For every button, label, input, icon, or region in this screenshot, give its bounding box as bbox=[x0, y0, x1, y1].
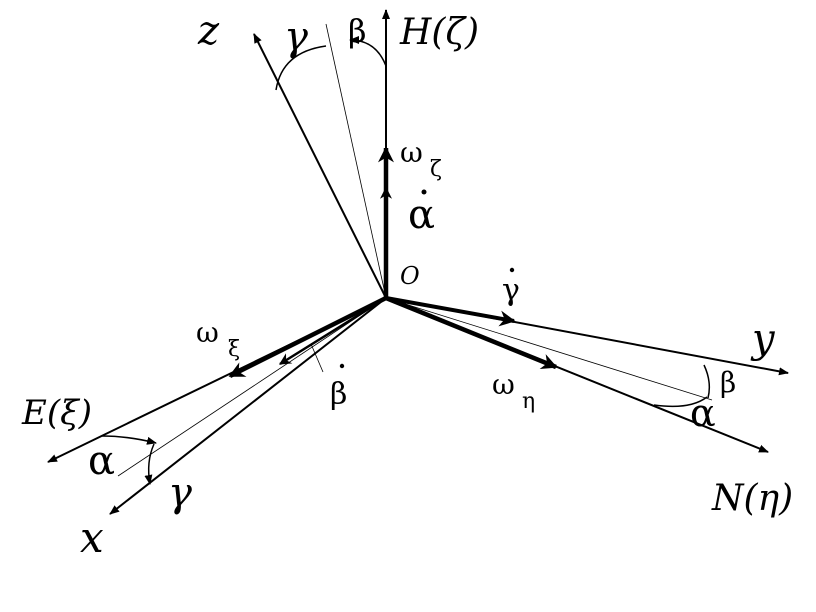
gamma-dot-mark bbox=[509, 267, 515, 273]
alpha-left-arc bbox=[101, 435, 157, 445]
label-omega-xi-sub: ξ bbox=[228, 337, 240, 362]
beta-right-arc bbox=[703, 364, 711, 399]
label-beta-top: β bbox=[348, 12, 367, 50]
alpha-dot-mark bbox=[421, 189, 427, 195]
label-z: z bbox=[197, 8, 220, 54]
label-alpha-right: α bbox=[690, 391, 716, 435]
z-projection-line bbox=[325, 23, 387, 299]
alpha-right-arc bbox=[653, 396, 708, 408]
label-omega-eta: ω bbox=[492, 368, 515, 401]
label-h: H(ζ) bbox=[399, 12, 479, 53]
label-e: E(ξ) bbox=[21, 393, 92, 433]
gamma-top-arc bbox=[275, 45, 327, 91]
label-omega-zeta: ω bbox=[400, 136, 423, 169]
label-gamma-dot: γ bbox=[502, 273, 520, 308]
label-omega-zeta-sub: ζ bbox=[430, 157, 442, 182]
label-origin: O bbox=[400, 262, 420, 290]
label-gamma-top: γ bbox=[284, 14, 308, 60]
omega-xi-vector bbox=[228, 295, 388, 379]
beta-top-arc bbox=[349, 36, 387, 67]
label-omega-eta-sub: η bbox=[522, 389, 535, 414]
z-axis bbox=[253, 33, 387, 299]
label-gamma-left: γ bbox=[168, 470, 192, 516]
gamma-dot-vector bbox=[385, 296, 516, 327]
label-alpha-dot: α bbox=[408, 192, 435, 238]
label-alpha-left: α bbox=[88, 438, 115, 484]
yn-projection-line bbox=[385, 297, 713, 401]
label-n: N(η) bbox=[711, 478, 793, 519]
beta-dot-leader bbox=[310, 343, 324, 373]
label-beta-right: β bbox=[720, 366, 736, 399]
label-x: x bbox=[80, 513, 104, 562]
ex-projection-line bbox=[117, 297, 387, 477]
gamma-left-arc bbox=[144, 443, 155, 485]
omega-eta-vector bbox=[385, 295, 558, 370]
x-axis bbox=[109, 297, 387, 515]
beta-dot-vector bbox=[278, 296, 387, 366]
label-y: y bbox=[750, 316, 776, 362]
beta-dot-mark bbox=[339, 363, 345, 369]
label-omega-xi: ω bbox=[196, 316, 219, 349]
label-beta-dot: β bbox=[330, 377, 347, 412]
